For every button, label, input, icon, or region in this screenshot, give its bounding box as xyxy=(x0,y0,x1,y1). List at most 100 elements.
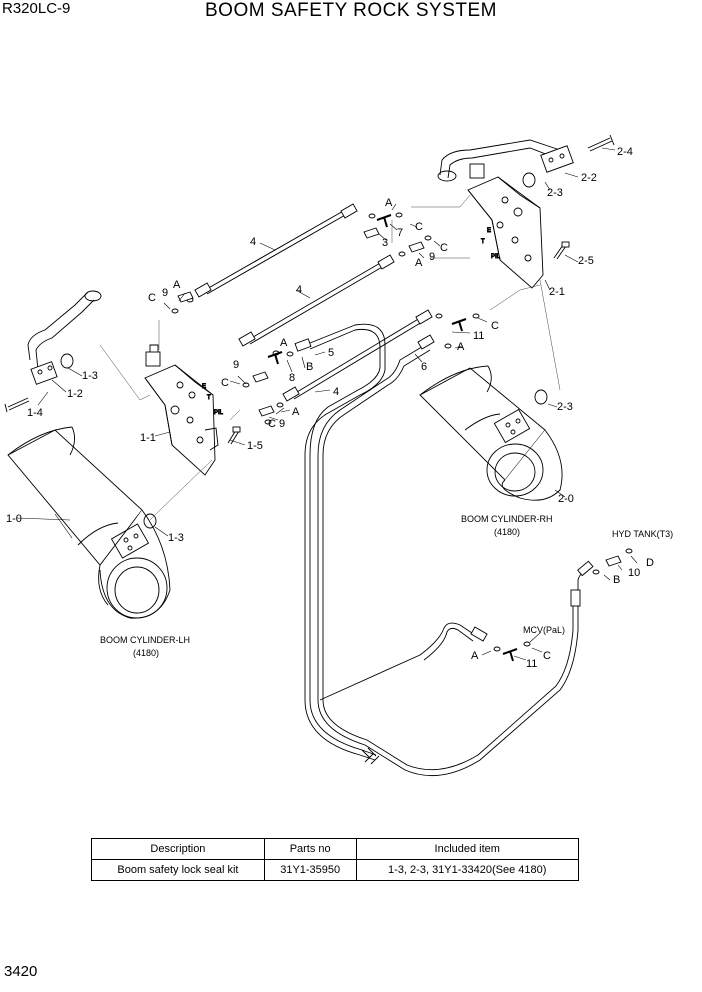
bolt-2-5 xyxy=(553,241,570,260)
callout-a-5: A xyxy=(292,406,300,418)
hose-mcv xyxy=(319,622,488,701)
port-mark-e-rh: E xyxy=(487,228,491,234)
callout-c-6: C xyxy=(491,320,499,332)
callout-5: 5 xyxy=(328,347,334,359)
header-parts-no: Parts no xyxy=(263,838,357,860)
callout-1-3-upper: 1-3 xyxy=(82,370,98,382)
hose-tank-end xyxy=(570,560,594,607)
adapter-fittings xyxy=(177,227,622,567)
o-ring-1-3-lower xyxy=(143,513,157,529)
o-ring-1-3-upper xyxy=(60,353,74,369)
tee-fittings xyxy=(267,214,518,662)
callout-2-3-lower: 2-3 xyxy=(557,401,573,413)
caption-boom-cylinder-rh-ref: (4180) xyxy=(494,527,520,537)
elbow-pipe-rh xyxy=(437,139,574,182)
callout-3: 3 xyxy=(382,237,388,249)
caption-boom-cylinder-lh-ref: (4180) xyxy=(133,648,159,658)
small-seals xyxy=(171,212,633,652)
callout-c-7: C xyxy=(543,650,551,662)
header-description: Description xyxy=(91,838,265,860)
boom-cylinder-lh xyxy=(7,426,171,619)
callout-2-2: 2-2 xyxy=(581,172,597,184)
callout-1-0: 1-0 xyxy=(6,513,22,525)
callout-9-b: 9 xyxy=(233,359,239,371)
page-number: 3420 xyxy=(4,963,38,980)
callout-4-upper: 4 xyxy=(250,236,256,248)
callout-9-a: 9 xyxy=(162,287,168,299)
cell-description: Boom safety lock seal kit xyxy=(91,859,265,881)
callout-c-4: C xyxy=(415,221,423,233)
port-mark-pil-lh: PIL xyxy=(214,410,224,416)
callout-11-lower: 11 xyxy=(526,658,537,670)
callout-2-3-upper: 2-3 xyxy=(547,187,563,199)
hose-4-upper xyxy=(194,203,358,298)
exploded-parts-diagram: E T PIL E T PIL xyxy=(4,134,673,777)
callout-1-5: 1-5 xyxy=(247,440,263,452)
header-included-item: Included item xyxy=(355,838,579,860)
callout-10: 10 xyxy=(628,567,640,579)
caption-boom-cylinder-lh: BOOM CYLINDER-LH xyxy=(100,635,190,645)
callout-1-2: 1-2 xyxy=(67,388,83,400)
page-title: BOOM SAFETY ROCK SYSTEM xyxy=(205,0,497,21)
hose-4-middle xyxy=(238,254,395,347)
callout-b-1: B xyxy=(306,361,313,373)
port-mark-t-lh: T xyxy=(207,395,211,401)
port-mark-t-rh: T xyxy=(481,239,485,245)
callout-c-1: C xyxy=(148,292,156,304)
callout-a-3: A xyxy=(415,257,423,269)
callout-c-3: C xyxy=(268,418,276,430)
port-mark-e-lh: E xyxy=(202,384,206,390)
caption-mcv: MCV(PaL) xyxy=(523,625,565,635)
bolt-1-5 xyxy=(227,426,241,445)
callout-a-2: A xyxy=(385,197,393,209)
assembly-lines xyxy=(99,194,561,521)
callout-6: 6 xyxy=(421,361,427,373)
callout-7: 7 xyxy=(397,227,403,239)
callout-b-2: B xyxy=(613,574,620,586)
table-row: Boom safety lock seal kit 31Y1-35950 1-3… xyxy=(91,859,579,881)
callout-4-lower: 4 xyxy=(333,386,339,398)
hose-4-lower xyxy=(282,309,433,402)
bolt-2-4 xyxy=(587,134,615,152)
boom-cylinder-rh xyxy=(419,365,563,501)
o-ring-2-3-lower xyxy=(534,389,548,405)
parts-table-header: Description Parts no Included item xyxy=(91,838,579,860)
callout-2-1: 2-1 xyxy=(549,286,565,298)
callout-8: 8 xyxy=(289,372,295,384)
safety-valve-rh xyxy=(467,163,544,289)
model-code: R320LC-9 xyxy=(2,0,71,17)
callout-1-4: 1-4 xyxy=(27,407,43,419)
callout-4-middle: 4 xyxy=(296,284,302,296)
hose-5 xyxy=(294,323,386,761)
parts-table: Description Parts no Included item Boom … xyxy=(91,838,579,881)
elbow-pipe-lh xyxy=(27,290,102,385)
callout-9-d: 9 xyxy=(429,251,435,263)
callouts: 1-0 1-1 1-2 1-3 1-3 1-4 1-5 2-0 2-1 2-2 … xyxy=(6,146,654,670)
hose-6 xyxy=(317,334,579,777)
callout-2-0: 2-0 xyxy=(558,493,574,505)
callout-11-upper: 11 xyxy=(473,330,484,342)
caption-hyd-tank: HYD TANK(T3) xyxy=(612,529,673,539)
safety-valve-lh xyxy=(144,344,219,476)
callout-a-7: A xyxy=(471,650,479,662)
caption-boom-cylinder-rh: BOOM CYLINDER-RH xyxy=(461,514,553,524)
cell-parts-no: 31Y1-35950 xyxy=(263,859,357,881)
callout-c-2: C xyxy=(221,377,229,389)
hose-clamp-2 xyxy=(364,753,380,765)
bolt-1-4 xyxy=(4,397,30,413)
cell-included-item: 1-3, 2-3, 31Y1-33420(See 4180) xyxy=(355,859,579,881)
callout-a-1: A xyxy=(173,279,181,291)
port-mark-pil-rh: PIL xyxy=(491,254,501,260)
hose-clamp-1 xyxy=(361,747,377,759)
callout-a-4: A xyxy=(280,337,288,349)
callout-2-4: 2-4 xyxy=(617,146,633,158)
callout-1-1: 1-1 xyxy=(140,432,156,444)
callout-2-5: 2-5 xyxy=(578,255,594,267)
callout-d-1: D xyxy=(646,557,654,569)
callout-a-6: A xyxy=(457,341,465,353)
callout-9-c: 9 xyxy=(279,418,285,430)
callout-1-3-lower: 1-3 xyxy=(168,532,184,544)
leader-lines xyxy=(16,147,638,661)
callout-c-5: C xyxy=(440,242,448,254)
o-ring-2-3-upper xyxy=(522,172,536,188)
